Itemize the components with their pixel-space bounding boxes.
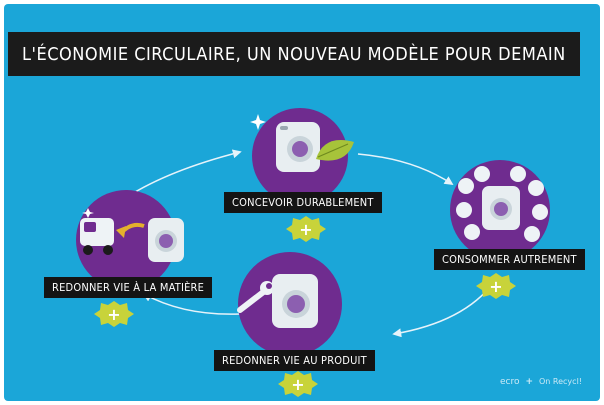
curved-arrow-icon <box>116 222 145 238</box>
slide-background: + + + + L'ÉCONOMIE CIRCULAIRE, UN NOUVEA… <box>4 4 600 401</box>
washing-machine-icon <box>272 274 318 328</box>
plus-badge-top-sign: + <box>299 220 312 239</box>
plus-badge-left-sign: + <box>107 305 120 324</box>
stage-label-product: REDONNER VIE AU PRODUIT <box>214 350 375 371</box>
arrow-top-to-right <box>357 153 454 185</box>
plus-badge-right-sign: + <box>489 277 502 296</box>
arrow-right-to-bottom <box>392 281 495 338</box>
plus-badge-right[interactable]: + <box>476 273 516 299</box>
stage-circle-material <box>76 190 176 290</box>
stage-label-consume: CONSOMMER AUTREMENT <box>434 249 585 270</box>
recycling-truck-icon <box>80 208 114 255</box>
brand-plus: + <box>525 377 533 387</box>
wrench-icon <box>237 281 274 313</box>
page-title: L'ÉCONOMIE CIRCULAIRE, UN NOUVEAU MODÈLE… <box>8 32 580 76</box>
brand-logo-2: On Recycl! <box>539 377 582 386</box>
plus-badge-left[interactable]: + <box>94 301 134 327</box>
washing-machine-icon <box>482 186 520 230</box>
plus-badge-top[interactable]: + <box>286 216 326 242</box>
plus-badge-bottom[interactable]: + <box>278 371 318 397</box>
brand-logos: ecro + On Recycl! <box>500 377 582 387</box>
washing-machine-icon <box>276 122 320 172</box>
circular-economy-diagram: + + + + <box>76 108 550 397</box>
stage-label-material: REDONNER VIE À LA MATIÈRE <box>44 277 213 298</box>
washing-machine-icon <box>148 218 184 262</box>
sparkle-icon <box>250 114 266 130</box>
leaf-icon <box>316 140 354 161</box>
people-icon <box>456 166 548 242</box>
arrow-bottom-to-left <box>142 293 241 315</box>
stage-label-design: CONCEVOIR DURABLEMENT <box>224 192 382 213</box>
plus-badge-bottom-sign: + <box>291 375 304 394</box>
brand-logo-1: ecro <box>499 377 520 387</box>
